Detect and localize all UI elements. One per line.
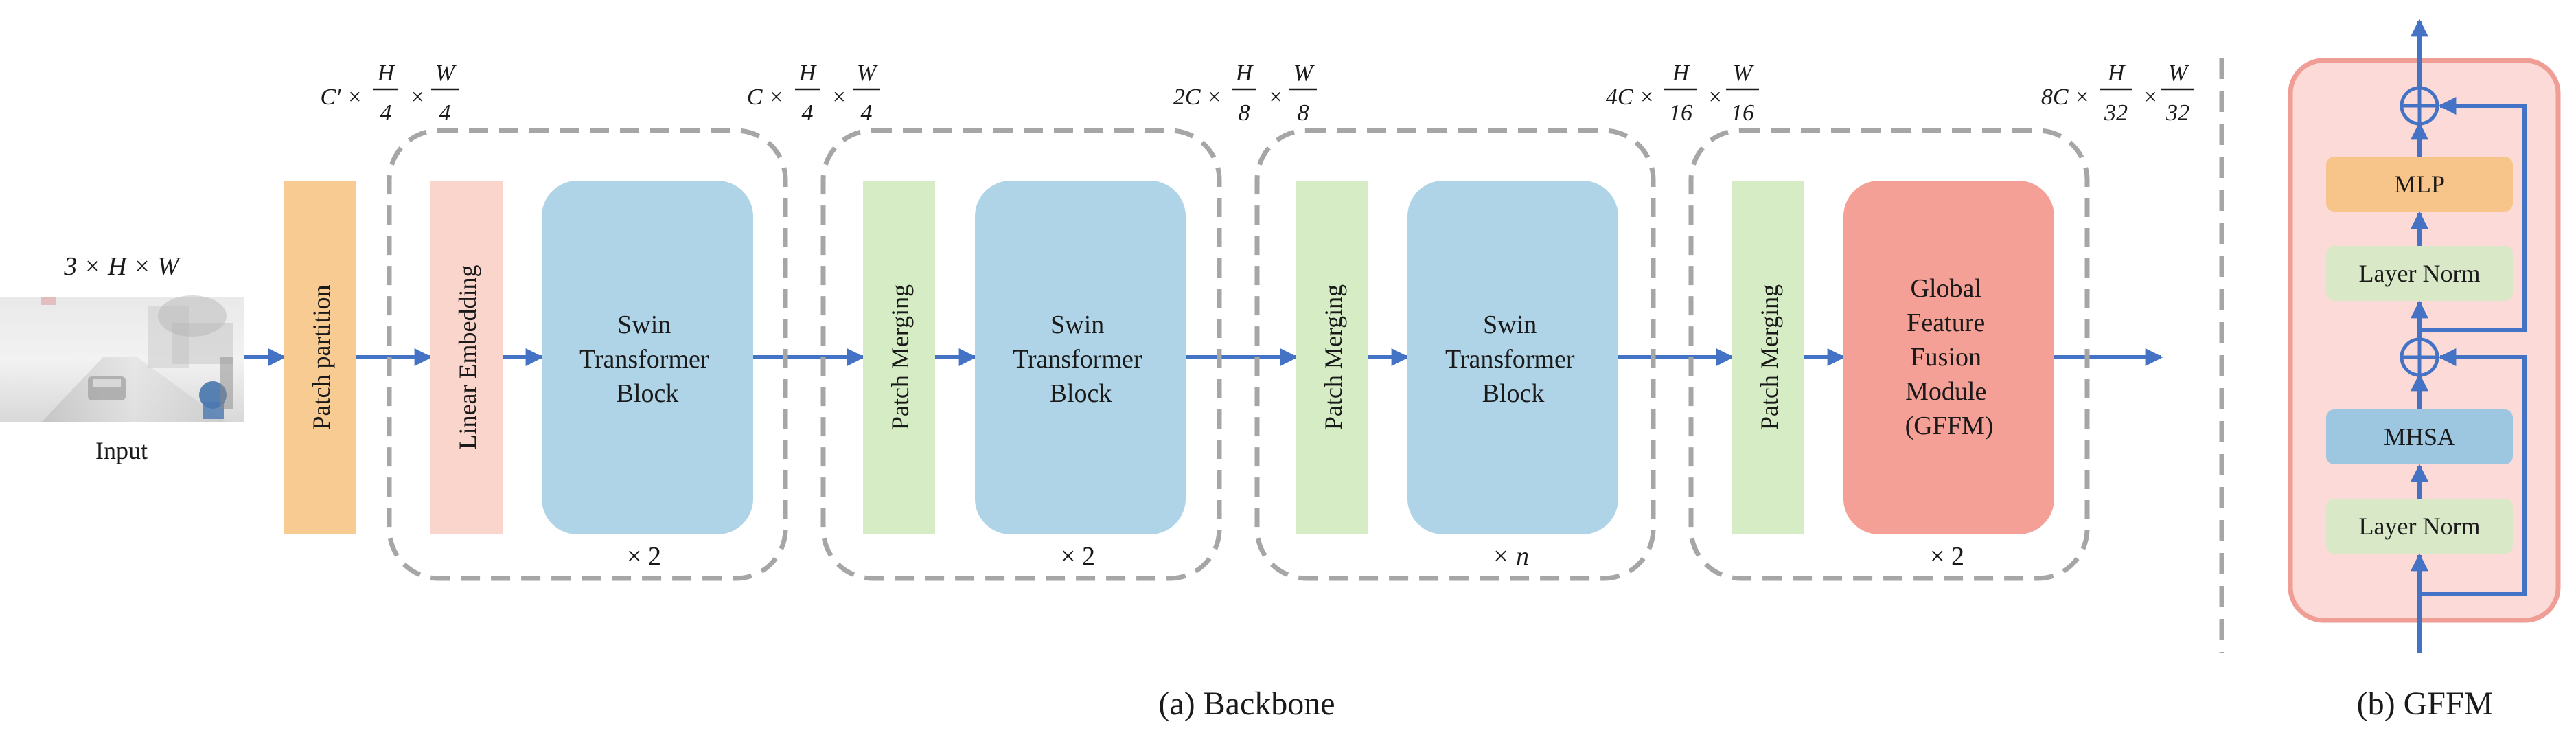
svg-text:×: × — [1707, 84, 1723, 110]
svg-text:×: × — [410, 84, 426, 110]
dims-stage-2: C × H 4 × W 4 — [747, 60, 880, 126]
swin1-line2: Transformer — [579, 345, 709, 374]
add-icon-lower — [2400, 337, 2439, 377]
svg-text:C′ ×: C′ × — [320, 84, 363, 110]
stage-3-box — [1254, 128, 1656, 581]
gffm-layernorm-top-label: Layer Norm — [2359, 260, 2481, 287]
svg-text:8C ×: 8C × — [2041, 84, 2090, 110]
svg-text:W: W — [1733, 60, 1754, 86]
gffm-mhsa-label: MHSA — [2384, 423, 2455, 451]
svg-text:Global Feature Fus: Global Feature Fusion Module (GFFM) — [1905, 274, 1994, 440]
dims-stage-4: 4C × H 16 × W 16 — [1606, 60, 1759, 126]
patch-merging-block-1: Patch Merging — [863, 181, 935, 534]
svg-text:H: H — [1235, 60, 1254, 86]
svg-text:H: H — [377, 60, 396, 86]
gffm-line2: Feature — [1907, 308, 1985, 337]
svg-text:Swin Transformer B: Swin Transformer Block — [1445, 310, 1581, 408]
gffm-arrows — [2411, 19, 2527, 653]
svg-text:8: 8 — [1239, 100, 1250, 126]
svg-text:4: 4 — [802, 100, 814, 126]
svg-text:4: 4 — [380, 100, 392, 126]
gffm-layernorm-bottom-block: Layer Norm — [2326, 499, 2513, 554]
linear-embedding-block: Linear Embedding — [430, 181, 503, 534]
gffm-line4: Module — [1905, 377, 1986, 406]
dims-output: 8C × H 32 × W 32 — [2041, 60, 2194, 126]
gffm-detail-panel: MLP Layer Norm MHSA Layer Norm — [2288, 19, 2561, 653]
svg-text:Swin Transformer B: Swin Transformer Block — [579, 310, 715, 408]
gffm-line5: (GFFM) — [1905, 411, 1994, 440]
svg-text:W: W — [857, 60, 878, 86]
add-icon-upper — [2400, 86, 2439, 126]
svg-text:W: W — [435, 60, 457, 86]
swin1-line3: Block — [617, 379, 679, 408]
svg-text:32: 32 — [2104, 100, 2128, 126]
repeat-stage-4: × 2 — [1930, 542, 1964, 571]
gffm-layernorm-top-block: Layer Norm — [2326, 246, 2513, 301]
svg-text:2C ×: 2C × — [1173, 84, 1222, 110]
svg-text:8: 8 — [1298, 100, 1309, 126]
svg-text:16: 16 — [1731, 100, 1754, 126]
svg-text:H: H — [798, 60, 818, 86]
swin1-line1: Swin — [617, 310, 671, 339]
svg-text:×: × — [1268, 84, 1284, 110]
svg-text:4: 4 — [861, 100, 873, 126]
dims-stage-3: 2C × H 8 × W 8 — [1173, 60, 1317, 126]
svg-text:W: W — [2168, 60, 2189, 86]
svg-text:H: H — [1672, 60, 1691, 86]
repeat-stage-1: × 2 — [627, 542, 661, 571]
svg-text:H: H — [2107, 60, 2126, 86]
svg-text:×: × — [831, 84, 847, 110]
svg-text:C ×: C × — [747, 84, 784, 110]
swin2-line1: Swin — [1050, 310, 1104, 339]
linear-embedding-label: Linear Embedding — [454, 265, 481, 450]
dims-stage-1: C′ × H 4 × W 4 — [320, 60, 459, 126]
dimension-formulas: C′ × H 4 × W 4 C × H 4 × W 4 2C × H 8 × — [320, 60, 2194, 126]
patch-merging-2-label: Patch Merging — [1320, 284, 1347, 430]
swin2-line2: Transformer — [1013, 345, 1142, 374]
svg-text:×: × — [2143, 84, 2159, 110]
svg-text:4: 4 — [439, 100, 451, 126]
stage-4-box — [1688, 128, 2090, 581]
gffm-caption: (b) GFFM — [2357, 686, 2494, 722]
gffm-block: Global Feature Fusion Module (GFFM) — [1843, 181, 2054, 534]
patch-merging-block-3: Patch Merging — [1732, 181, 1804, 534]
patch-partition-label: Patch partition — [308, 285, 335, 430]
svg-text:W: W — [1293, 60, 1315, 86]
patch-merging-3-label: Patch Merging — [1756, 284, 1783, 430]
swin3-line2: Transformer — [1445, 345, 1575, 374]
gffm-mlp-label: MLP — [2394, 170, 2445, 198]
gffm-line1: Global — [1911, 274, 1981, 303]
gffm-layernorm-bottom-label: Layer Norm — [2359, 512, 2481, 540]
gffm-line3: Fusion — [1911, 343, 1981, 372]
svg-text:32: 32 — [2165, 100, 2189, 126]
repeat-stage-2: × 2 — [1061, 542, 1095, 571]
svg-text:Swin Transformer B: Swin Transformer Block — [1013, 310, 1149, 408]
repeat-labels: × 2 × 2 × n × 2 — [627, 542, 1964, 571]
patch-partition-block: Patch partition — [284, 181, 356, 534]
stage-2-box — [820, 128, 1222, 581]
gffm-mlp-block: MLP — [2326, 157, 2513, 212]
swin-block-1: Swin Transformer Block — [542, 181, 753, 534]
input-group: 3 × H × W Input — [0, 252, 244, 464]
gffm-mhsa-block: MHSA — [2326, 409, 2513, 464]
patch-merging-1-label: Patch Merging — [886, 284, 914, 430]
svg-text:16: 16 — [1669, 100, 1692, 126]
patch-merging-block-2: Patch Merging — [1296, 181, 1368, 534]
repeat-stage-3: × n — [1492, 542, 1529, 571]
backbone-caption: (a) Backbone — [1158, 686, 1335, 722]
stage-1-box — [387, 128, 788, 581]
hazy-road-scene-image — [0, 295, 244, 422]
input-dims: 3 × H × W — [63, 252, 181, 281]
swin-block-2: Swin Transformer Block — [975, 181, 1186, 534]
swin2-line3: Block — [1050, 379, 1112, 408]
stage-boxes — [387, 128, 2090, 581]
input-label: Input — [95, 437, 148, 464]
swin3-line1: Swin — [1483, 310, 1537, 339]
swin3-line3: Block — [1482, 379, 1545, 408]
swin-block-3: Swin Transformer Block — [1407, 181, 1618, 534]
svg-text:4C ×: 4C × — [1606, 84, 1655, 110]
